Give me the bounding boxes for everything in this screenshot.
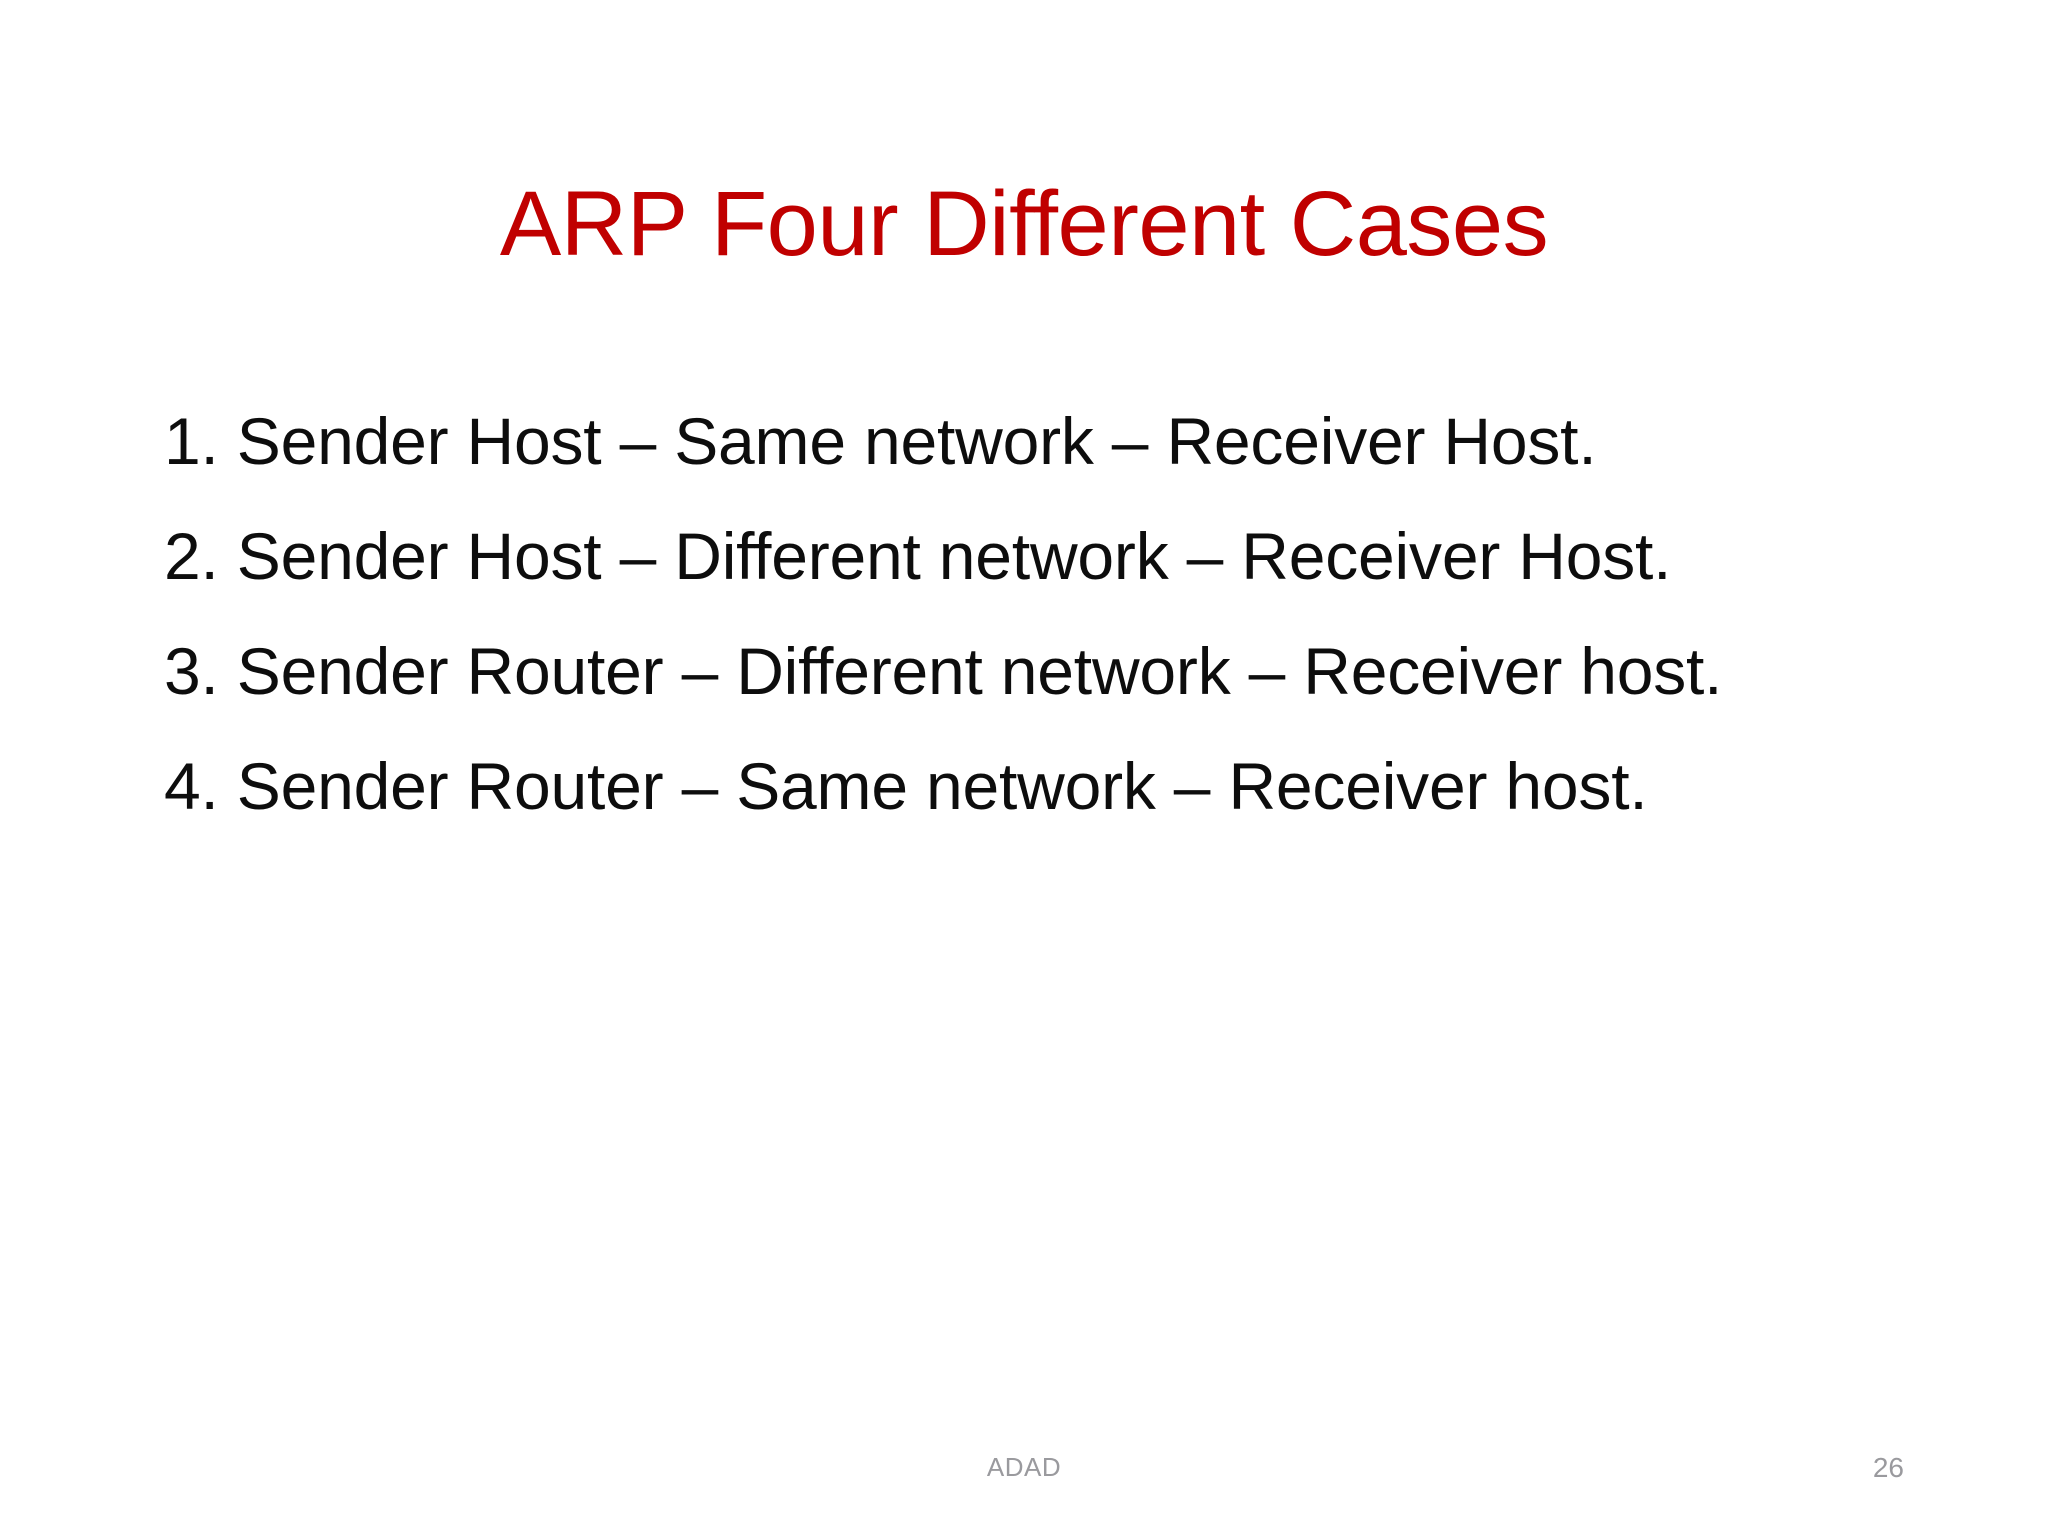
list-item: 2. Sender Host – Different network – Rec…: [164, 519, 1672, 593]
page-number: 26: [1872, 1452, 1904, 1483]
footer-label: ADAD: [986, 1452, 1062, 1482]
numbered-case-list: 1. Sender Host – Same network – Receiver…: [164, 408, 1964, 819]
slide-footer: ADAD 26: [0, 1416, 2048, 1536]
list-item: 1. Sender Host – Same network – Receiver…: [164, 404, 1597, 478]
page-title: ARP Four Different Cases: [499, 172, 1549, 275]
list-item: 3. Sender Router – Different network – R…: [164, 634, 1723, 708]
list-item: 4. Sender Router – Same network – Receiv…: [164, 749, 1648, 823]
